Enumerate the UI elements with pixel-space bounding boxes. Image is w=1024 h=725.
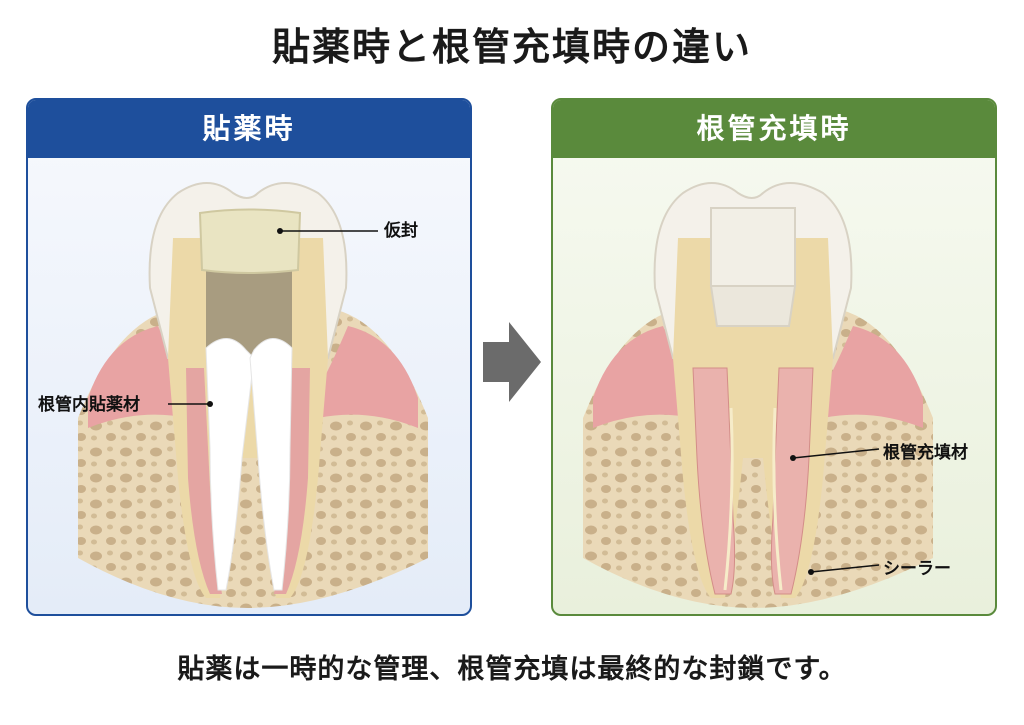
- gum-right: [318, 326, 418, 428]
- tooth-medication-illustration: [78, 182, 428, 608]
- page-title: 貼薬時と根管充填時の違い: [271, 25, 752, 69]
- temporary-seal: [198, 208, 302, 274]
- intracanal-medicament-right-canal: [249, 338, 293, 591]
- panel-header-medication: 貼薬時: [28, 100, 470, 158]
- gum-left: [593, 326, 693, 428]
- summary-caption: 貼薬は一時的な管理、根管充填は最終的な封鎖です。: [177, 654, 847, 685]
- leader-line-filling-material: [792, 448, 880, 459]
- label-temporary-seal: 仮封: [384, 221, 418, 241]
- root-filling-panel: 根管充填時 根管充填材 シーラー: [551, 98, 997, 616]
- panel-header-root-filling: 根管充填時: [553, 100, 995, 158]
- intracanal-medicament-left-canal: [205, 338, 255, 591]
- gum-right: [823, 326, 923, 428]
- core-build-up: [710, 207, 796, 287]
- core-base: [709, 285, 797, 327]
- sealer-line-right: [772, 407, 783, 591]
- label-sealer: シーラー: [883, 559, 951, 579]
- leader-line-sealer: [810, 564, 880, 573]
- arrow-right-icon: [483, 322, 541, 402]
- medication-panel: 貼薬時: [26, 98, 472, 616]
- sealer-line-left: [723, 407, 734, 591]
- root-filling-material-right: [770, 367, 814, 595]
- label-root-filling-material: 根管充填材: [883, 443, 968, 463]
- label-intracanal-medicament: 根管内貼薬材: [38, 395, 140, 415]
- root-filling-material-left: [692, 367, 736, 595]
- gum-left: [88, 326, 188, 428]
- tooth-filling-illustration: [583, 182, 933, 608]
